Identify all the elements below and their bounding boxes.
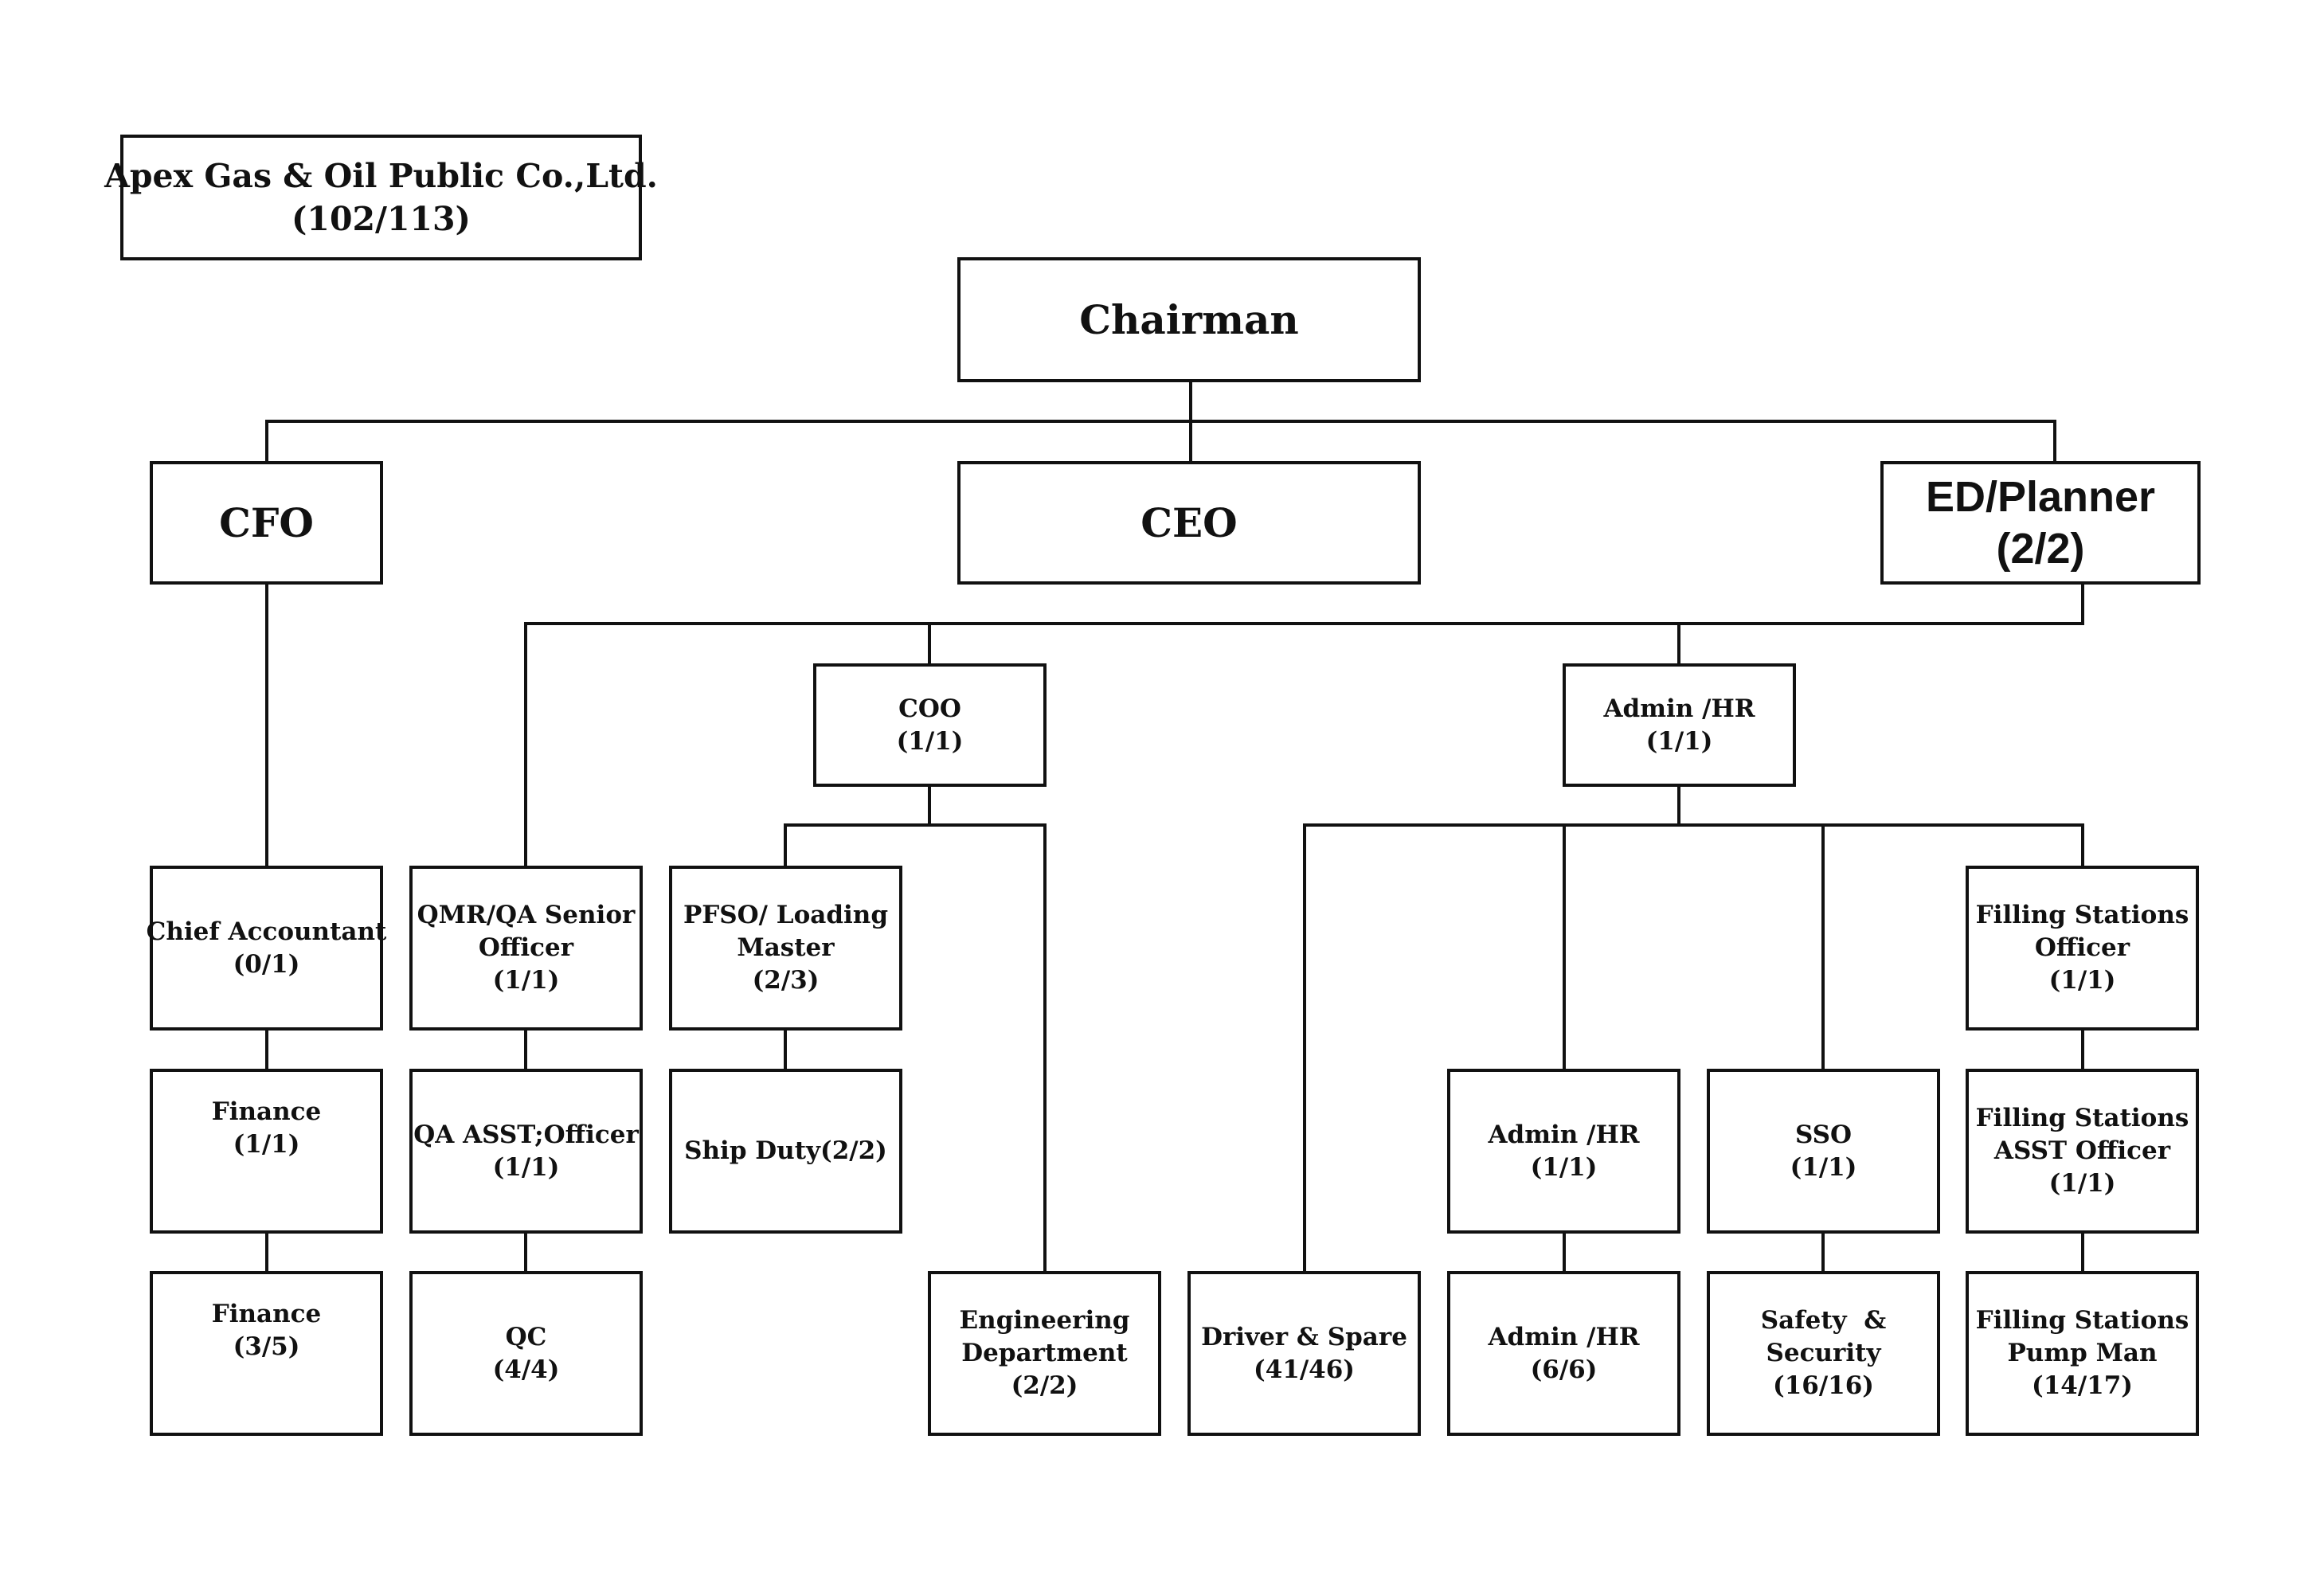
finance-1-title: Finance bbox=[211, 1097, 322, 1126]
finance-2-count: (3/5) bbox=[233, 1332, 300, 1361]
ed-planner-box: ED/Planner (2/2) bbox=[1880, 461, 2201, 585]
admin-hr-head-box: Admin /HR (1/1) bbox=[1563, 663, 1796, 787]
safety-box: Safety & Security (16/16) bbox=[1707, 1271, 1940, 1436]
pfso-line1: PFSO/ Loading bbox=[683, 901, 889, 930]
fs-asst-line2: ASST Officer bbox=[1993, 1136, 2171, 1166]
engineering-box: Engineering Department (2/2) bbox=[928, 1271, 1161, 1436]
safety-count: (16/16) bbox=[1773, 1371, 1874, 1400]
chairman-box: Chairman bbox=[957, 257, 1421, 382]
connector-lower bbox=[1563, 1028, 2084, 1273]
ed-planner-count: (2/2) bbox=[1996, 524, 2085, 573]
sso-title: SSO bbox=[1794, 1120, 1853, 1149]
fs-pump-line1: Filling Stations bbox=[1975, 1306, 2189, 1336]
ed-planner-title: ED/Planner bbox=[1925, 472, 2156, 521]
chief-accountant-count: (0/1) bbox=[233, 949, 300, 979]
admin-hr-2-title: Admin /HR bbox=[1488, 1120, 1640, 1149]
connector-admin-hr bbox=[1303, 784, 2084, 1273]
sso-box: SSO (1/1) bbox=[1707, 1069, 1940, 1234]
qmr-qa-box: QMR/QA Senior Officer (1/1) bbox=[409, 866, 643, 1031]
pfso-line2: Master bbox=[737, 933, 835, 963]
admin-hr-3-count: (6/6) bbox=[1530, 1355, 1598, 1384]
fs-asst-count: (1/1) bbox=[2048, 1168, 2116, 1198]
ceo-title: CEO bbox=[1140, 499, 1238, 546]
chief-accountant-title: Chief Accountant bbox=[146, 917, 387, 946]
connector-chairman bbox=[265, 381, 2056, 463]
coo-title: COO bbox=[898, 694, 961, 723]
fs-officer-line1: Filling Stations bbox=[1975, 901, 2189, 930]
qa-asst-box: QA ASST;Officer (1/1) bbox=[409, 1069, 643, 1234]
finance-1-count: (1/1) bbox=[233, 1129, 300, 1159]
admin-hr-head-count: (1/1) bbox=[1645, 726, 1713, 756]
fs-asst-line1: Filling Stations bbox=[1975, 1104, 2189, 1133]
qmr-qa-count: (1/1) bbox=[492, 965, 560, 995]
pfso-count: (2/3) bbox=[752, 965, 820, 995]
engineering-line2: Department bbox=[961, 1339, 1128, 1368]
qa-asst-count: (1/1) bbox=[492, 1152, 560, 1182]
coo-count: (1/1) bbox=[896, 726, 964, 756]
fs-officer-line2: Officer bbox=[2034, 933, 2130, 963]
fs-pump-count: (14/17) bbox=[2032, 1371, 2133, 1400]
safety-line1: Safety & bbox=[1760, 1306, 1887, 1336]
driver-box: Driver & Spare (41/46) bbox=[1187, 1271, 1421, 1436]
cfo-box: CFO bbox=[150, 461, 383, 585]
ceo-box: CEO bbox=[957, 461, 1421, 585]
qc-box: QC (4/4) bbox=[409, 1271, 643, 1436]
driver-count: (41/46) bbox=[1254, 1355, 1355, 1384]
qc-title: QC bbox=[505, 1322, 547, 1351]
qc-count: (4/4) bbox=[492, 1355, 560, 1384]
finance-2-box: Finance (3/5) bbox=[150, 1271, 383, 1436]
cfo-title: CFO bbox=[219, 499, 314, 546]
connector-ceo-branch bbox=[524, 582, 2084, 867]
engineering-line1: Engineering bbox=[959, 1306, 1130, 1336]
fs-officer-count: (1/1) bbox=[2048, 965, 2116, 995]
qmr-qa-line1: QMR/QA Senior bbox=[417, 901, 636, 930]
chairman-title: Chairman bbox=[1079, 295, 1299, 343]
company-count: (102/113) bbox=[291, 200, 471, 238]
fs-pump-line2: Pump Man bbox=[2007, 1339, 2158, 1368]
driver-title: Driver & Spare bbox=[1201, 1322, 1407, 1351]
admin-hr-2-box: Admin /HR (1/1) bbox=[1447, 1069, 1680, 1234]
fs-asst-box: Filling Stations ASST Officer (1/1) bbox=[1966, 1069, 2199, 1234]
chief-accountant-box: Chief Accountant (0/1) bbox=[147, 866, 386, 1031]
ship-duty-box: Ship Duty(2/2) bbox=[669, 1069, 902, 1234]
sso-count: (1/1) bbox=[1790, 1152, 1857, 1182]
finance-1-box: Finance (1/1) bbox=[150, 1069, 383, 1234]
pfso-box: PFSO/ Loading Master (2/3) bbox=[669, 866, 902, 1031]
qa-asst-title: QA ASST;Officer bbox=[413, 1120, 639, 1149]
finance-2-title: Finance bbox=[211, 1300, 322, 1328]
engineering-count: (2/2) bbox=[1011, 1371, 1078, 1400]
connector-coo bbox=[784, 784, 1047, 1273]
ship-duty-title: Ship Duty(2/2) bbox=[684, 1136, 887, 1166]
admin-hr-3-box: Admin /HR (6/6) bbox=[1447, 1271, 1680, 1436]
coo-box: COO (1/1) bbox=[813, 663, 1047, 787]
safety-line2: Security bbox=[1766, 1339, 1881, 1368]
admin-hr-head-title: Admin /HR bbox=[1603, 694, 1755, 723]
fs-pump-box: Filling Stations Pump Man (14/17) bbox=[1966, 1271, 2199, 1436]
fs-officer-box: Filling Stations Officer (1/1) bbox=[1966, 866, 2199, 1031]
qmr-qa-line2: Officer bbox=[478, 933, 574, 963]
admin-hr-2-count: (1/1) bbox=[1530, 1152, 1598, 1182]
company-name: Apex Gas & Oil Public Co.,Ltd. bbox=[104, 156, 658, 195]
admin-hr-3-title: Admin /HR bbox=[1488, 1322, 1640, 1351]
company-box: Apex Gas & Oil Public Co.,Ltd. (102/113) bbox=[104, 135, 658, 260]
